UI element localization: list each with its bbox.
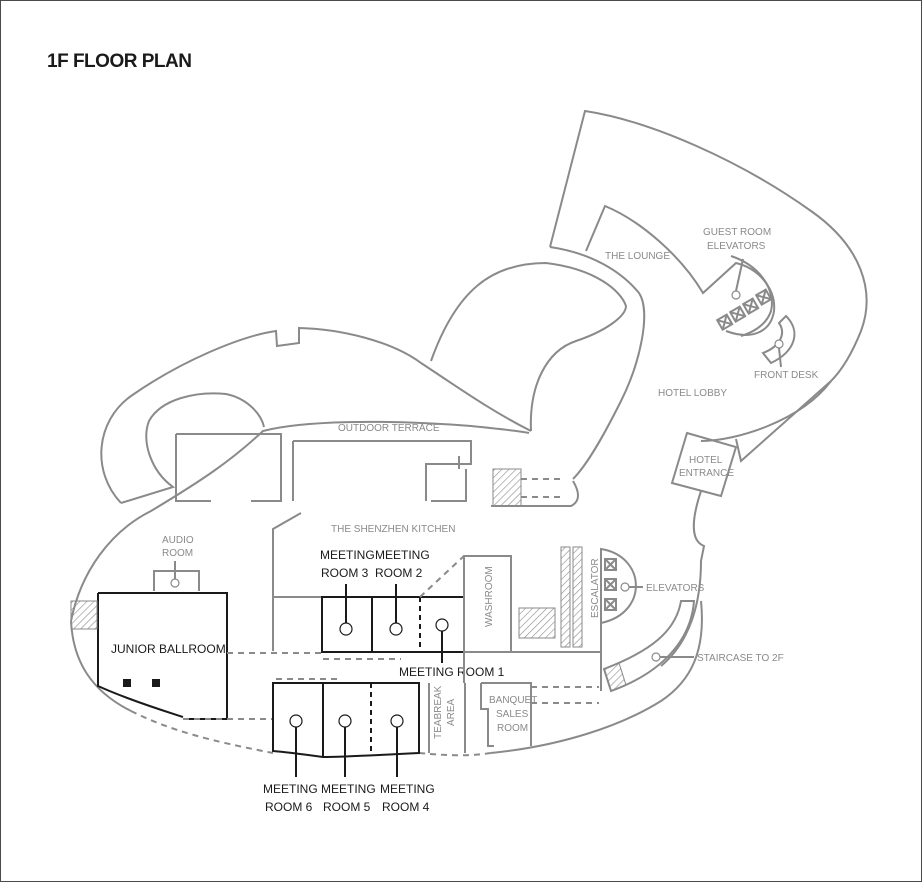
building-outline [70, 109, 868, 757]
label-banquet-sales-room-1: BANQUET [489, 695, 537, 706]
escalator-left [560, 546, 571, 648]
front-desk [761, 314, 796, 368]
meeting-room-5-pin-icon [338, 714, 352, 728]
label-the-shenzhen-kitchen: THE SHENZHEN KITCHEN [331, 524, 455, 535]
elevators-pin-icon [620, 582, 630, 592]
page-title: 1F FLOOR PLAN [47, 51, 191, 72]
label-meeting-room-2-2: ROOM 2 [375, 566, 423, 580]
label-meeting-room-1: MEETING ROOM 1 [399, 665, 505, 679]
label-outdoor-terrace: OUTDOOR TERRACE [338, 423, 440, 434]
label-washroom: WASHROOM [484, 566, 495, 627]
label-teabreak-area-2: AREA [446, 698, 457, 726]
guest-elevator-cars [715, 288, 773, 332]
banquet-sales-room [480, 682, 599, 747]
label-junior-ballroom: JUNIOR BALLROOM [111, 642, 226, 656]
label-meeting-room-5-2: ROOM 5 [323, 800, 371, 814]
label-escalator: ESCALATOR [590, 558, 601, 618]
staircase-to-2f [602, 600, 696, 693]
label-meeting-room-4-1: MEETING [380, 782, 435, 796]
teabreak-area [428, 683, 466, 753]
label-banquet-sales-room-3: ROOM [497, 723, 528, 734]
staircase-pin-icon [651, 652, 661, 662]
washroom [463, 555, 556, 653]
shenzhen-kitchen [272, 512, 321, 651]
ballroom-column-2 [152, 679, 160, 687]
label-meeting-room-6-2: ROOM 6 [265, 800, 313, 814]
outdoor-terrace [175, 433, 579, 507]
label-meeting-room-5-1: MEETING [321, 782, 376, 796]
meeting-room-2-pin-icon [389, 622, 403, 636]
label-banquet-sales-room-2: SALES [496, 709, 529, 720]
label-meeting-room-4-2: ROOM 4 [382, 800, 430, 814]
label-meeting-room-3-1: MEETING [320, 548, 375, 562]
label-audio-room-1: AUDIO [162, 535, 194, 546]
guest-room-elevators [715, 255, 773, 337]
front-desk-pin-icon [774, 339, 784, 349]
label-audio-room-2: ROOM [162, 548, 193, 559]
label-meeting-room-2-1: MEETING [375, 548, 430, 562]
terrace-stairs [492, 468, 522, 507]
label-meeting-room-3-2: ROOM 3 [321, 566, 369, 580]
meeting-room-3-pin-icon [339, 622, 353, 636]
hotel-entrance [670, 431, 738, 498]
escalator-right [572, 546, 583, 648]
audio-room-pin-icon [170, 578, 180, 588]
audio-room [153, 561, 200, 591]
label-the-lounge: THE LOUNGE [605, 251, 670, 262]
meeting-room-4-pin-icon [390, 714, 404, 728]
guest-room-elevators-pin-icon [731, 290, 741, 300]
meeting-room-1-pin-icon [435, 618, 449, 632]
label-hotel-lobby: HOTEL LOBBY [658, 388, 727, 399]
label-guest-room-elevators-1: GUEST ROOM [703, 227, 771, 238]
ballroom-column-1 [123, 679, 131, 687]
label-guest-room-elevators-2: ELEVATORS [707, 241, 766, 252]
washroom-stairs [518, 607, 556, 639]
ballroom-west-stairs [70, 600, 98, 630]
label-hotel-entrance-1: HOTEL [689, 455, 723, 466]
meeting-rooms-lower [272, 682, 420, 777]
label-meeting-room-6-1: MEETING [263, 782, 318, 796]
escalator [560, 546, 583, 648]
elevators [600, 547, 643, 625]
label-elevators: ELEVATORS [646, 583, 705, 594]
meeting-room-6-pin-icon [289, 714, 303, 728]
label-front-desk: FRONT DESK [754, 370, 819, 381]
label-teabreak-area-1: TEABREAK [433, 685, 444, 739]
label-hotel-entrance-2: ENTRANCE [679, 468, 734, 479]
label-staircase-to-2f: STAIRCASE TO 2F [697, 653, 784, 664]
junior-ballroom [70, 592, 321, 720]
